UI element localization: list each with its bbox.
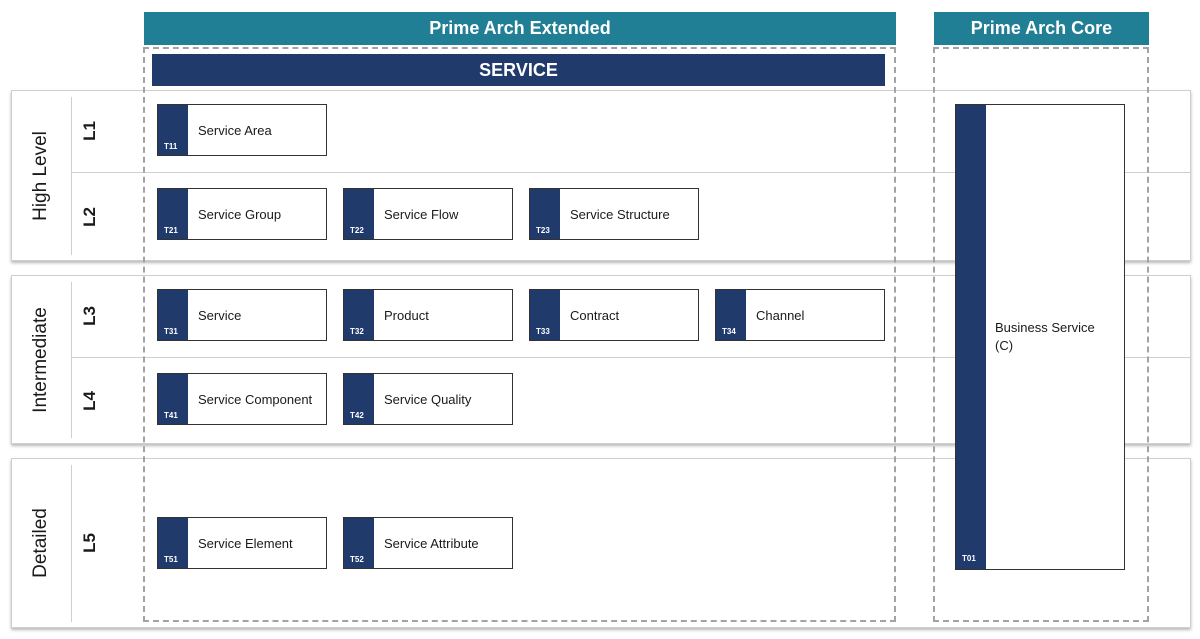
service-header-label: SERVICE [479, 59, 558, 80]
concept-card-business-service[interactable]: T01 Business Service (C) [955, 104, 1125, 570]
card-label: Service Attribute [384, 535, 479, 551]
concept-card-service-quality[interactable]: T42 Service Quality [343, 373, 513, 425]
card-label: Service Structure [570, 206, 670, 222]
level-label-l3: L3 [80, 306, 99, 326]
card-tag: T23 [530, 189, 560, 239]
card-code: T01 [962, 554, 976, 563]
prime-arch-core-label: Prime Arch Core [970, 18, 1113, 38]
concept-card-service-flow[interactable]: T22 Service Flow [343, 188, 513, 240]
card-tag: T34 [716, 290, 746, 340]
concept-card-product[interactable]: T32 Product [343, 289, 513, 341]
group-label-detailed: Detailed [30, 508, 51, 578]
card-tag: T33 [530, 290, 560, 340]
divider-l1-l2 [71, 172, 1191, 173]
group-label-high-level: High Level [30, 130, 51, 221]
concept-card-service-structure[interactable]: T23 Service Structure [529, 188, 699, 240]
card-tag: T21 [158, 189, 188, 239]
card-tag: T42 [344, 374, 374, 424]
level-label-l2: L2 [80, 207, 99, 227]
prime-arch-core-header: Prime Arch Core [934, 12, 1149, 45]
concept-card-service-area[interactable]: T11 Service Area [157, 104, 327, 156]
level-label-l1: L1 [80, 121, 99, 141]
level-label-l4: L4 [80, 391, 99, 411]
service-header: SERVICE [152, 54, 885, 86]
card-tag: T51 [158, 518, 188, 568]
card-label: Product [384, 307, 429, 323]
card-label: Service [198, 307, 242, 323]
card-label: Business Service (C) [995, 320, 1095, 353]
card-tag: T31 [158, 290, 188, 340]
card-label: Service Group [198, 206, 282, 222]
group-label-intermediate: Intermediate [30, 306, 51, 413]
card-label: Contract [570, 307, 620, 323]
separator-detailed [71, 465, 72, 622]
card-tag: T01 [956, 105, 986, 569]
card-label: Channel [756, 307, 805, 323]
card-label: Service Component [198, 391, 313, 407]
card-label: Service Quality [384, 391, 472, 407]
core-group-outline [933, 47, 1149, 622]
card-label: Service Area [198, 122, 272, 138]
card-tag: T22 [344, 189, 374, 239]
concept-card-contract[interactable]: T33 Contract [529, 289, 699, 341]
card-tag: T41 [158, 374, 188, 424]
card-tag: T52 [344, 518, 374, 568]
concept-card-channel[interactable]: T34 Channel [715, 289, 885, 341]
card-tag: T32 [344, 290, 374, 340]
concept-card-service-element[interactable]: T51 Service Element [157, 517, 327, 569]
concept-card-service[interactable]: T31 Service [157, 289, 327, 341]
level-label-l5: L5 [80, 533, 99, 553]
card-tag: T11 [158, 105, 188, 155]
prime-arch-extended-header: Prime Arch Extended [144, 12, 896, 45]
concept-card-service-component[interactable]: T41 Service Component [157, 373, 327, 425]
separator-high-level [71, 97, 72, 255]
card-label: Service Flow [384, 206, 459, 222]
separator-intermediate [71, 282, 72, 438]
divider-l3-l4 [71, 357, 1191, 358]
prime-arch-extended-label: Prime Arch Extended [429, 18, 611, 38]
concept-card-service-attribute[interactable]: T52 Service Attribute [343, 517, 513, 569]
extended-group-outline [143, 47, 896, 622]
concept-card-service-group[interactable]: T21 Service Group [157, 188, 327, 240]
card-label: Service Element [198, 535, 293, 551]
